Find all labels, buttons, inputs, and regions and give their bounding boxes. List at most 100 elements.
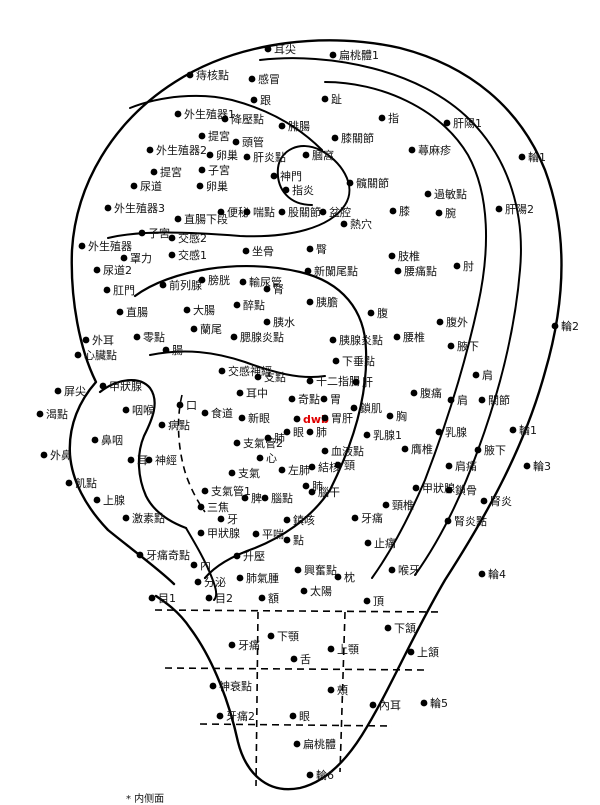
acupoint-label: 十二指腸 [316, 374, 360, 388]
acupoint-dot [388, 566, 396, 574]
acupoint-label: 胰膽 [316, 295, 338, 309]
acupoint-dot [523, 462, 531, 470]
acupoint-label: 腕 [445, 206, 456, 220]
acupoint-marker: 渴點 [36, 408, 68, 421]
lobe-grid-bottom [199, 723, 393, 727]
acupoint-dot [233, 439, 241, 447]
acupoint-marker: 腋下 [474, 443, 506, 457]
acupoint-label: 食道 [211, 406, 233, 420]
acupoint-marker: 血液點 [321, 444, 364, 458]
acupoint-dot [243, 153, 251, 161]
acupoint-dot [304, 267, 312, 275]
acupoint-marker: 口 [176, 399, 197, 412]
acupoint-marker: 枕 [334, 570, 355, 584]
acupoint-label: 腎炎點 [454, 515, 487, 528]
acupoint-dot [252, 530, 260, 538]
acupoint-dot [99, 382, 107, 390]
acupoint-dot [198, 276, 206, 284]
acupoint-label: 過敏點 [434, 187, 467, 201]
acupoint-marker: 結核 [308, 460, 340, 474]
acupoint-marker: 喉牙 [388, 564, 420, 577]
acupoint-dot [283, 428, 291, 436]
acupoint-dot [394, 267, 402, 275]
acupoint-dot [384, 624, 392, 632]
acupoint-dot [445, 486, 453, 494]
acupoint-dot [201, 487, 209, 495]
acupoint-marker: 耳尖 [264, 43, 296, 56]
acupoint-label: 外生殖器3 [114, 201, 165, 215]
acupoint-marker: 胰膽 [306, 295, 338, 309]
acupoint-marker: 目1 [148, 592, 176, 605]
acupoint-dot [216, 712, 224, 720]
acupoint-marker: 支點 [254, 371, 286, 384]
acupoint-label: 目1 [158, 592, 176, 605]
acupoint-marker: 大腸 [183, 303, 215, 317]
acupoint-label: 分泌 [204, 576, 226, 589]
acupoint-dot [138, 229, 146, 237]
footnote-text: * 内侧面 [126, 794, 165, 805]
acupoint-marker: 腎炎 [480, 495, 512, 508]
acupoint-label: 下頷 [394, 621, 416, 635]
acupoint-dot [436, 318, 444, 326]
acupoint-label: 甲狀腺 [109, 379, 142, 393]
acupoint-dot [443, 119, 451, 127]
acupoint-dot [241, 494, 249, 502]
acupoint-dot [308, 488, 316, 496]
acupoint-marker: 牙痛2 [216, 709, 255, 723]
acupoint-label: 脾 [251, 491, 262, 505]
acupoint-dot [340, 220, 348, 228]
acupoint-dot [145, 456, 153, 464]
acupoint-dot [254, 373, 262, 381]
acupoint-dot [293, 740, 301, 748]
acupoint-dot [480, 497, 488, 505]
acupoint-label: 尿道 [140, 179, 162, 193]
acupoint-label: 肝陽1 [453, 117, 482, 130]
acupoint-dot [364, 539, 372, 547]
acupoint-marker: 胸 [386, 409, 407, 423]
acupoint-dot [378, 114, 386, 122]
acupoint-dot [363, 431, 371, 439]
acupoint-dot [363, 597, 371, 605]
acupoint-dot [283, 516, 291, 524]
acupoint-dot [159, 281, 167, 289]
acupoint-label: 頭管 [242, 135, 264, 149]
acupoint-dot [367, 309, 375, 317]
acupoint-label: 屏尖 [64, 385, 86, 398]
acupoint-marker: 下垂點 [332, 355, 375, 368]
acupoint-label: 零點 [143, 331, 165, 344]
acupoint-dot [261, 494, 269, 502]
acupoint-label: 胃肝 [331, 412, 353, 425]
acupoint-label: 喉牙 [398, 564, 420, 577]
acupoint-marker: 提宮 [150, 165, 182, 179]
acupoint-dot [453, 262, 461, 270]
acupoint-label: 胃 [330, 393, 341, 406]
acupoint-dot [332, 357, 340, 365]
acupoint-marker: 肝 [352, 376, 373, 389]
acupoint-marker: 外生殖器2 [146, 143, 207, 157]
acupoint-marker: 額 [258, 592, 279, 605]
acupoint-dot [221, 115, 229, 123]
acupoint-marker: 眼 [289, 710, 310, 723]
acupoint-label: 子宮 [208, 163, 230, 177]
acupoint-dot [239, 278, 247, 286]
acupoint-dot [288, 395, 296, 403]
acupoint-label: 痔核點 [196, 68, 229, 82]
acupoint-label: 神經 [155, 453, 177, 467]
acupoint-marker: 頂 [363, 595, 384, 608]
acupoint-marker: 牙痛 [351, 511, 383, 525]
antihelix-outer-curve [259, 57, 522, 576]
acupoint-dot [146, 146, 154, 154]
acupoint-dot [183, 306, 191, 314]
acupoint-label: 肩痛 [455, 459, 477, 473]
acupoint-marker: 病點 [158, 418, 190, 432]
acupoint-marker: 蕁麻疹 [408, 143, 451, 157]
ear-helix-outline [68, 39, 563, 791]
acupoint-marker: 膝 [389, 205, 410, 218]
acupoint-marker: 尿道2 [93, 263, 132, 277]
acupoint-dot [346, 179, 354, 187]
acupoint-dot [267, 632, 275, 640]
acupoint-label: 外生殖器2 [156, 143, 207, 157]
acupoint-label: 牙 [227, 513, 238, 526]
